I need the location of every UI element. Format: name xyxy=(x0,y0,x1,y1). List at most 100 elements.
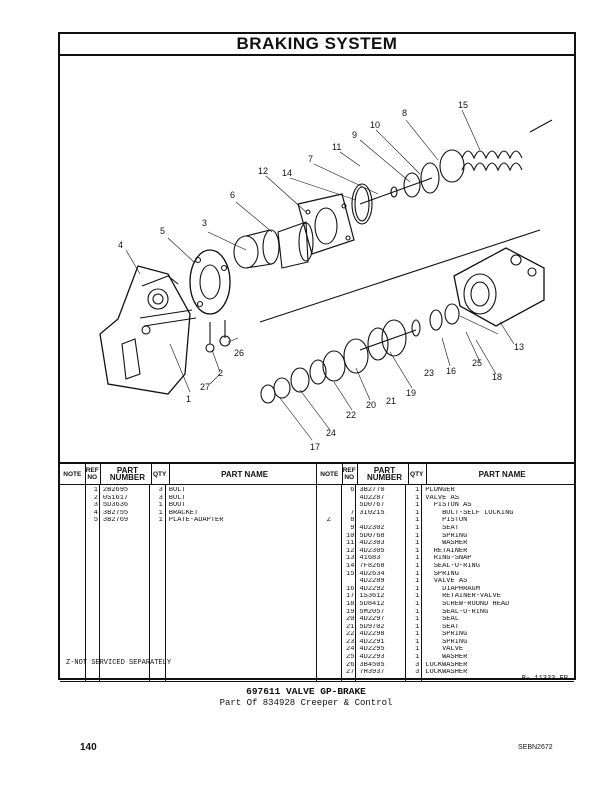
parts-table-header: NOTE REF NO PART NUMBER QTY PART NAME NO… xyxy=(60,464,574,485)
table-cell: 3 xyxy=(158,494,163,502)
table-cell xyxy=(60,517,85,525)
header-note-2: NOTE xyxy=(317,464,343,484)
parts-page-frame: BRAKING SYSTEM xyxy=(58,32,576,683)
callout-17: 17 xyxy=(310,442,320,452)
callout-7: 7 xyxy=(308,154,313,164)
table-cell: RING-SNAP xyxy=(425,555,472,563)
callout-23: 23 xyxy=(424,368,434,378)
callout-15: 15 xyxy=(458,100,468,110)
table-cell xyxy=(317,631,342,639)
header-part-number-2: PART NUMBER xyxy=(358,464,410,484)
table-cell: 1 xyxy=(415,585,420,593)
callout-19: 19 xyxy=(406,388,416,398)
table-cell: 4D2634 xyxy=(359,570,385,578)
table-cell: 4D2287 xyxy=(359,494,385,502)
table-cell xyxy=(317,646,342,654)
table-cell: 23 xyxy=(346,638,355,646)
table-cell: 1 xyxy=(415,502,420,510)
page-title: BRAKING SYSTEM xyxy=(60,34,574,56)
table-cell: 22 xyxy=(346,631,355,639)
table-cell: SEAT xyxy=(425,524,459,532)
table-cell: 0S1617 xyxy=(102,494,129,502)
caption-subtitle: Part Of 834928 Creeper & Control xyxy=(219,698,393,708)
callout-12: 12 xyxy=(258,166,268,176)
figure-reference: B- 11333 EP xyxy=(521,675,568,683)
table-cell: BOLT xyxy=(168,487,186,494)
table-cell: VALVE AS xyxy=(425,578,468,586)
table-cell: 1 xyxy=(158,502,163,510)
table-cell: LOCKWASHER xyxy=(425,669,468,677)
table-cell: 4D2298 xyxy=(359,631,385,639)
callout-26: 26 xyxy=(234,348,244,358)
page-number: 140 xyxy=(80,742,97,753)
table-cell: 18 xyxy=(346,600,355,608)
right-note-col: Z xyxy=(317,485,343,681)
table-cell xyxy=(317,502,342,510)
table-cell: 3B2769 xyxy=(102,517,129,525)
caption-title: 697611 VALVE GP-BRAKE xyxy=(246,686,366,697)
callout-21: 21 xyxy=(386,396,396,406)
table-cell: RETAINER-VALVE xyxy=(425,593,501,601)
table-cell xyxy=(317,487,342,495)
table-cell xyxy=(317,669,342,677)
table-cell: VALVE xyxy=(425,646,464,654)
table-cell: 9 xyxy=(350,524,355,532)
table-cell: 5M2057 xyxy=(359,608,385,616)
table-cell: WASHER xyxy=(425,540,468,548)
table-cell xyxy=(317,548,342,556)
table-cell: 3 xyxy=(93,502,98,510)
callout-1: 1 xyxy=(186,394,191,404)
table-cell: 5D0767 xyxy=(359,502,385,510)
table-cell xyxy=(317,593,342,601)
table-cell: 14 xyxy=(346,562,355,570)
table-cell xyxy=(317,639,342,647)
table-cell: 3B2770 xyxy=(359,487,385,494)
callout-10: 10 xyxy=(370,120,380,130)
table-cell: 21 xyxy=(346,623,355,631)
table-cell: SPRING xyxy=(425,570,459,578)
table-cell: 3 xyxy=(415,669,420,677)
table-cell: PLUNGER xyxy=(425,487,455,494)
table-cell xyxy=(317,555,342,563)
table-cell: 1 xyxy=(415,532,420,540)
table-cell: 11 xyxy=(346,540,355,548)
callout-22: 22 xyxy=(346,410,356,420)
table-cell: SPRING xyxy=(425,638,468,646)
table-cell: 1 xyxy=(158,517,163,525)
table-cell: 16 xyxy=(346,585,355,593)
table-cell: 20 xyxy=(346,616,355,624)
table-cell: Z xyxy=(326,517,332,525)
table-cell: 4D2302 xyxy=(359,524,385,532)
table-cell xyxy=(317,616,342,624)
callout-27: 27 xyxy=(200,382,210,392)
table-cell: BOLT xyxy=(168,494,186,502)
table-cell: 1 xyxy=(415,540,420,548)
table-cell xyxy=(317,624,342,632)
table-cell: SPRING xyxy=(425,631,468,639)
table-cell: WASHER xyxy=(425,654,468,662)
table-cell: PLATE-ADAPTER xyxy=(168,517,224,525)
table-cell: SCREW-ROUND HEAD xyxy=(425,600,510,608)
table-cell: LOCKWASHER xyxy=(425,661,468,669)
table-cell: 7F8268 xyxy=(359,562,385,570)
table-cell: 26 xyxy=(346,661,355,669)
table-cell: 1 xyxy=(415,608,420,616)
table-cell: 1 xyxy=(415,562,420,570)
table-cell: 1 xyxy=(415,638,420,646)
table-cell xyxy=(342,495,354,503)
table-cell xyxy=(317,533,342,541)
table-cell: 4D2293 xyxy=(359,654,385,662)
table-cell: 3 xyxy=(158,487,163,494)
table-cell: BRACKET xyxy=(168,509,199,517)
table-cell: SPRING xyxy=(425,532,468,540)
callout-18: 18 xyxy=(492,372,502,382)
header-part-number: PART NUMBER xyxy=(101,464,153,484)
callout-8: 8 xyxy=(402,108,407,118)
callout-2: 2 xyxy=(218,368,223,378)
table-cell: 3I0215 xyxy=(359,509,385,517)
table-cell: 1 xyxy=(415,487,420,494)
table-cell: 10 xyxy=(346,532,355,540)
table-cell: 1 xyxy=(415,555,420,563)
